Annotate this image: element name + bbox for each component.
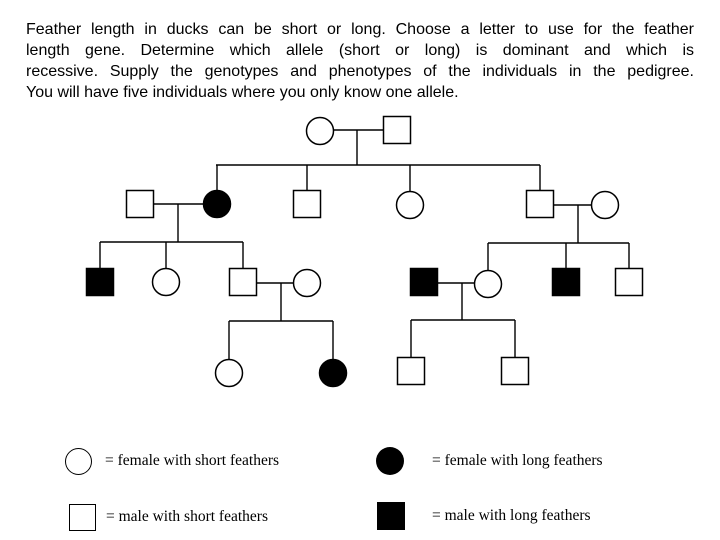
pedigree-individual-IV-1 [214, 358, 244, 388]
pedigree-individual-IV-3 [396, 356, 426, 386]
male-long-feathers-symbol [377, 502, 405, 530]
pedigree-individual-II-6 [590, 190, 620, 220]
pedigree-individual-IV-4 [500, 356, 530, 386]
instructions-line-1: Feather length in ducks can be short or … [26, 21, 694, 38]
pedigree-individual-I-2 [382, 115, 412, 145]
instructions-line-3: recessive. Supply the genotypes and phen… [26, 63, 694, 80]
pedigree-individual-I-1 [305, 116, 335, 146]
legend-item-female-long: = female with long feathers [376, 446, 603, 476]
pedigree-individual-III-8 [614, 267, 644, 297]
pedigree-individual-II-4 [395, 190, 425, 220]
legend-item-female-short: = female with short feathers [65, 446, 279, 476]
pedigree-individual-III-2 [151, 267, 181, 297]
pedigree-individual-II-3 [292, 189, 322, 219]
pedigree-individual-II-1 [125, 189, 155, 219]
pedigree-individual-III-4 [292, 268, 322, 298]
male-short-feathers-symbol [69, 503, 96, 531]
pedigree-individual-III-7 [551, 267, 581, 297]
legend-item-male-long: = male with long feathers [377, 501, 591, 531]
pedigree-individual-III-1 [85, 267, 115, 297]
instructions-line-4: You will have five individuals where you… [26, 84, 459, 101]
pedigree-individual-III-6 [473, 269, 503, 299]
legend-label-female-short: = female with short feathers [105, 452, 280, 469]
pedigree-individual-III-5 [409, 267, 439, 297]
legend-label-male-long: = male with long feathers [432, 507, 591, 524]
legend-label-male-short: = male with short feathers [106, 508, 268, 525]
female-long-feathers-symbol [376, 447, 404, 475]
instructions-line-2: length gene. Determine which allele (sho… [26, 42, 694, 59]
legend-label-female-long: = female with long feathers [432, 452, 603, 469]
pedigree-individual-II-5 [525, 189, 555, 219]
pedigree-individual-II-2 [202, 189, 232, 219]
pedigree-individual-IV-2 [318, 358, 348, 388]
female-short-feathers-symbol [65, 447, 92, 475]
legend-item-male-short: = male with short feathers [69, 502, 268, 532]
instructions-paragraph: Feather length in ducks can be short or … [26, 19, 694, 103]
pedigree-individual-III-3 [228, 267, 258, 297]
